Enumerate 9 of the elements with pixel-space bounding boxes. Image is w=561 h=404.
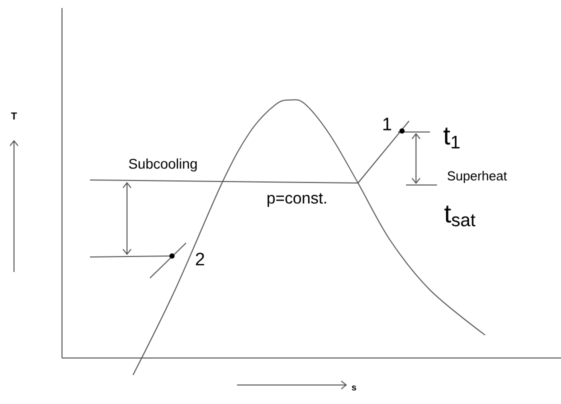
temperature-label: t$_{1}$ — [443, 128, 460, 148]
line-label: p=const. — [268, 193, 326, 207]
point-label: 2 — [196, 252, 204, 266]
region-label: Superheat — [448, 170, 507, 184]
point-label: 1 — [383, 118, 392, 130]
region-label: Subcooling — [129, 158, 197, 172]
temperature-label: t$_{sat}$ — [444, 206, 476, 226]
axis-label: T — [11, 112, 17, 120]
axis-label: s — [352, 386, 356, 390]
